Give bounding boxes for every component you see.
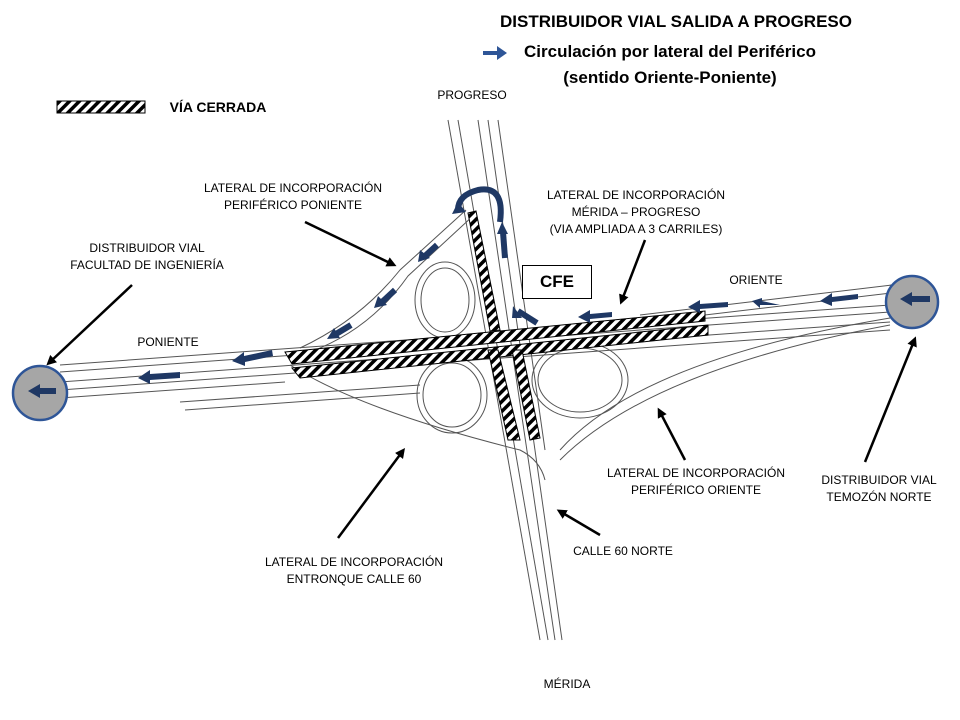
label-line: LATERAL DE INCORPORACIÓN	[606, 466, 786, 480]
poniente-label: PONIENTE	[137, 335, 199, 349]
label-line: MÉRIDA – PROGRESO	[571, 205, 701, 219]
facultad-label: DISTRIBUIDOR VIAL FACULTAD DE INGENIERÍA	[70, 240, 224, 274]
label-line: FACULTAD DE INGENIERÍA	[70, 258, 224, 272]
legend-closed-road-label: VÍA CERRADA	[169, 99, 267, 115]
lateral-calle60-label: LATERAL DE INCORPORACIÓN ENTRONQUE CALLE…	[265, 554, 443, 588]
label-line: LATERAL DE INCORPORACIÓN	[546, 188, 726, 202]
flow-arrowheads	[327, 202, 522, 339]
label-line: DISTRIBUIDOR VIAL	[89, 241, 205, 255]
closed-road-segments	[284, 210, 709, 441]
flow-arrows	[28, 292, 930, 398]
road-lines	[59, 119, 901, 641]
calle-60-label: CALLE 60 NORTE	[573, 544, 673, 558]
progreso-label: PROGRESO	[437, 88, 507, 102]
legend-flow-line1: Circulación por lateral del Periférico	[524, 42, 816, 61]
closed-road-legend-swatch	[56, 100, 146, 114]
cfe-box: CFE	[522, 265, 592, 299]
lateral-poniente-label: LATERAL DE INCORPORACIÓN PERIFÉRICO PONI…	[204, 180, 382, 214]
label-line: ENTRONQUE CALLE 60	[286, 572, 422, 586]
label-line: LATERAL DE INCORPORACIÓN	[203, 181, 383, 195]
merida-label: MÉRIDA	[543, 677, 591, 691]
lateral-merida-label: LATERAL DE INCORPORACIÓN MÉRIDA – PROGRE…	[547, 187, 725, 238]
pointer-arrows	[46, 220, 917, 539]
temozon-label: DISTRIBUIDOR VIAL TEMOZÓN NORTE	[821, 472, 936, 506]
label-line: PERIFÉRICO PONIENTE	[223, 198, 363, 212]
label-line: LATERAL DE INCORPORACIÓN	[264, 555, 444, 569]
legend-flow-line2: (sentido Oriente-Poniente)	[563, 68, 777, 87]
oriente-label: ORIENTE	[729, 273, 783, 287]
lateral-oriente-label: LATERAL DE INCORPORACIÓN PERIFÉRICO ORIE…	[607, 465, 785, 499]
flow-arrow-legend-icon	[483, 46, 507, 60]
label-line: (VIA AMPLIADA A 3 CARRILES)	[549, 222, 723, 236]
label-line: PERIFÉRICO ORIENTE	[630, 483, 761, 497]
label-line: TEMOZÓN NORTE	[826, 490, 932, 504]
diagram-title: DISTRIBUIDOR VIAL SALIDA A PROGRESO	[500, 12, 852, 31]
flow-ramp-arrows	[334, 186, 539, 337]
label-line: DISTRIBUIDOR VIAL	[821, 473, 937, 487]
